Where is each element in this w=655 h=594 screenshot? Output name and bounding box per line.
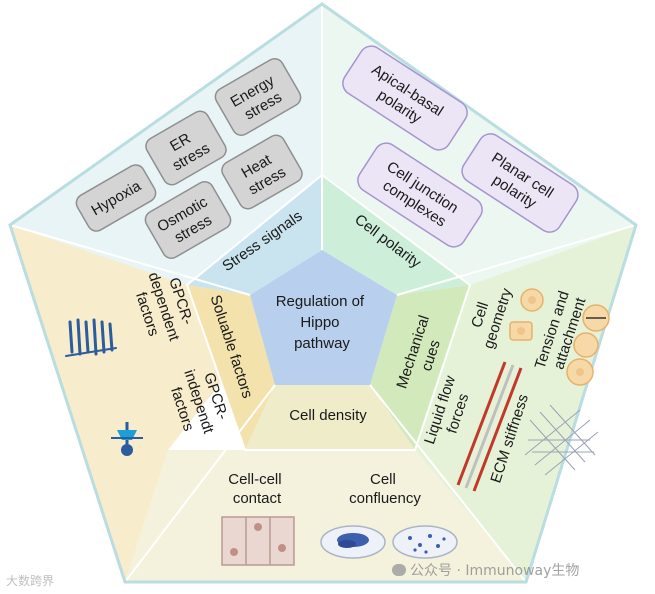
cell-cell-contact-label: Cell-cell contact <box>228 471 286 507</box>
receptor-kinase-icon <box>111 422 143 456</box>
polarity-item-cell-junction: Cell junction complexes <box>357 142 483 248</box>
cell-density-title: Cell density <box>289 407 367 424</box>
watermark-left: 大数跨界 <box>6 574 55 588</box>
polarity-item-planar-cell: Planar cell polarity <box>461 133 579 233</box>
cell-density-band <box>245 385 415 450</box>
polarity-item-apical-basal: Apical-basal polarity <box>342 45 468 151</box>
soluble-factors-band <box>187 285 275 450</box>
cell-confluency-label: Cell confluency <box>349 471 421 507</box>
outer-pentagon-border <box>8 2 638 584</box>
wechat-icon <box>392 564 406 576</box>
cell-cell-contact-line-1: Cell-cell <box>228 471 281 488</box>
cell-confluency-line-1: Cell <box>370 471 396 488</box>
sector-dividers <box>9 4 637 583</box>
sparse-petri-dish-illustration <box>392 525 458 559</box>
watermark-right: 公众号 · Immunoway生物 <box>392 560 579 580</box>
liquid-flow-vessel-illustration <box>456 361 523 492</box>
center-line-1: Regulation of <box>276 293 365 310</box>
gpcr-receptor-icon <box>65 318 117 357</box>
soluble-factors-outer-sector <box>10 225 250 582</box>
center-pentagon <box>250 250 397 385</box>
cell-confluency-line-2: confluency <box>349 490 421 507</box>
tension-attachment-illustration <box>566 304 610 386</box>
center-label: Regulation of Hippo pathway <box>276 293 369 352</box>
dense-petri-dish-illustration <box>320 525 386 559</box>
cell-geometry-illustration <box>509 288 544 341</box>
cell-polarity-band <box>322 175 470 295</box>
center-line-2: Hippo <box>300 314 339 331</box>
ecm-mesh-illustration <box>524 404 599 476</box>
cell-cell-contact-illustration <box>221 516 295 566</box>
stress-signals-band <box>187 175 322 295</box>
cell-cell-contact-line-2: contact <box>233 490 282 507</box>
stress-item-osmotic-stress: Osmotic stress <box>144 181 232 259</box>
stress-item-heat-stress: Heat stress <box>221 134 303 210</box>
watermark-right-text: 公众号 · Immunoway生物 <box>410 563 580 579</box>
center-line-3: pathway <box>294 335 350 352</box>
mechanical-cues-band <box>370 285 470 450</box>
